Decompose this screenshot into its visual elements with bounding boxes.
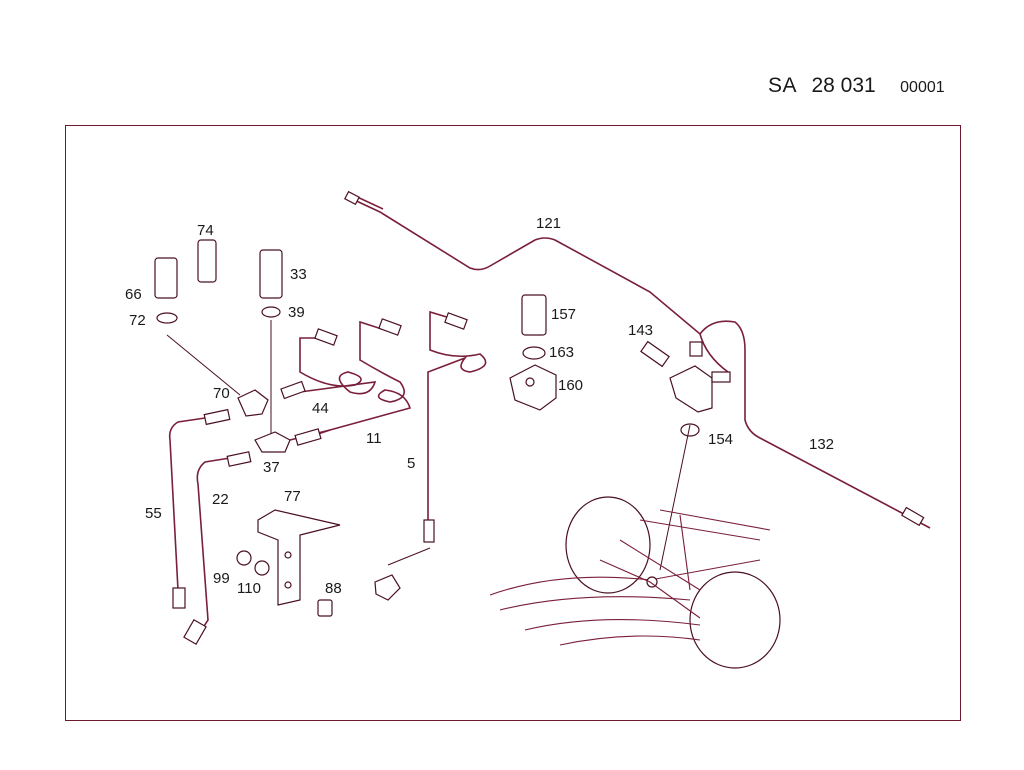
pipe-22-end xyxy=(183,619,207,645)
nut-99 xyxy=(236,550,252,566)
pipe-121-fitting xyxy=(344,190,360,206)
pipe-55 xyxy=(168,417,206,591)
pipe-coil-11 xyxy=(299,320,412,441)
brake-drum-left xyxy=(565,496,651,594)
callout-154: 154 xyxy=(708,431,733,448)
callout-157: 157 xyxy=(551,306,576,323)
pipe-22 xyxy=(194,457,231,641)
callout-37: 37 xyxy=(263,459,280,476)
brake-drum-right xyxy=(689,571,781,669)
washer-39 xyxy=(261,306,281,318)
connector-top xyxy=(689,341,703,357)
tee-70 xyxy=(237,389,269,417)
callout-99: 99 xyxy=(213,570,230,587)
callout-143: 143 xyxy=(628,322,653,339)
washer-154 xyxy=(680,423,700,437)
pipe-121 xyxy=(349,197,931,529)
section-code: SA xyxy=(768,74,798,97)
callout-5: 5 xyxy=(407,455,415,472)
callout-88: 88 xyxy=(325,580,342,597)
fitting-66 xyxy=(154,257,178,299)
valve-143 xyxy=(640,340,670,368)
fitting-157 xyxy=(521,294,547,336)
callout-66: 66 xyxy=(125,286,142,303)
callout-74: 74 xyxy=(197,222,214,239)
callout-39: 39 xyxy=(288,304,305,321)
washer-72 xyxy=(156,312,178,324)
callout-132: 132 xyxy=(809,436,834,453)
callout-33: 33 xyxy=(290,266,307,283)
block-160 xyxy=(509,364,557,411)
connector-right xyxy=(711,371,731,383)
callout-44: 44 xyxy=(312,400,329,417)
washer-163 xyxy=(522,346,546,360)
callout-22: 22 xyxy=(212,491,229,508)
callout-70: 70 xyxy=(213,385,230,402)
fitting-74 xyxy=(197,239,217,283)
tee-37 xyxy=(254,431,291,453)
callout-110: 110 xyxy=(237,580,261,597)
drawing-header: SA 28 031 00001 xyxy=(768,74,945,98)
pipe-132-fitting xyxy=(901,506,925,527)
bleed-point xyxy=(646,576,658,588)
pipe-coil-5 xyxy=(427,310,487,520)
axle-frame xyxy=(489,509,771,646)
distributor-block xyxy=(669,365,713,413)
diagram-frame xyxy=(65,125,961,721)
callout-55: 55 xyxy=(145,505,162,522)
pipe-5-end xyxy=(423,519,435,543)
page-number: 00001 xyxy=(900,79,945,96)
bolt-88 xyxy=(317,599,333,617)
callout-163: 163 xyxy=(549,344,574,361)
callout-11: 11 xyxy=(366,430,382,447)
callout-160: 160 xyxy=(558,377,583,394)
callout-72: 72 xyxy=(129,312,146,329)
drawing-number: 28 031 xyxy=(811,74,876,97)
clip-part xyxy=(374,574,401,601)
pipe-55-end xyxy=(172,587,186,609)
callout-121: 121 xyxy=(536,215,561,232)
bushing-110 xyxy=(254,560,270,576)
fitting-33 xyxy=(259,249,283,299)
pipe-coil-44 xyxy=(299,337,377,395)
callout-77: 77 xyxy=(284,488,301,505)
bracket-77 xyxy=(257,509,341,606)
